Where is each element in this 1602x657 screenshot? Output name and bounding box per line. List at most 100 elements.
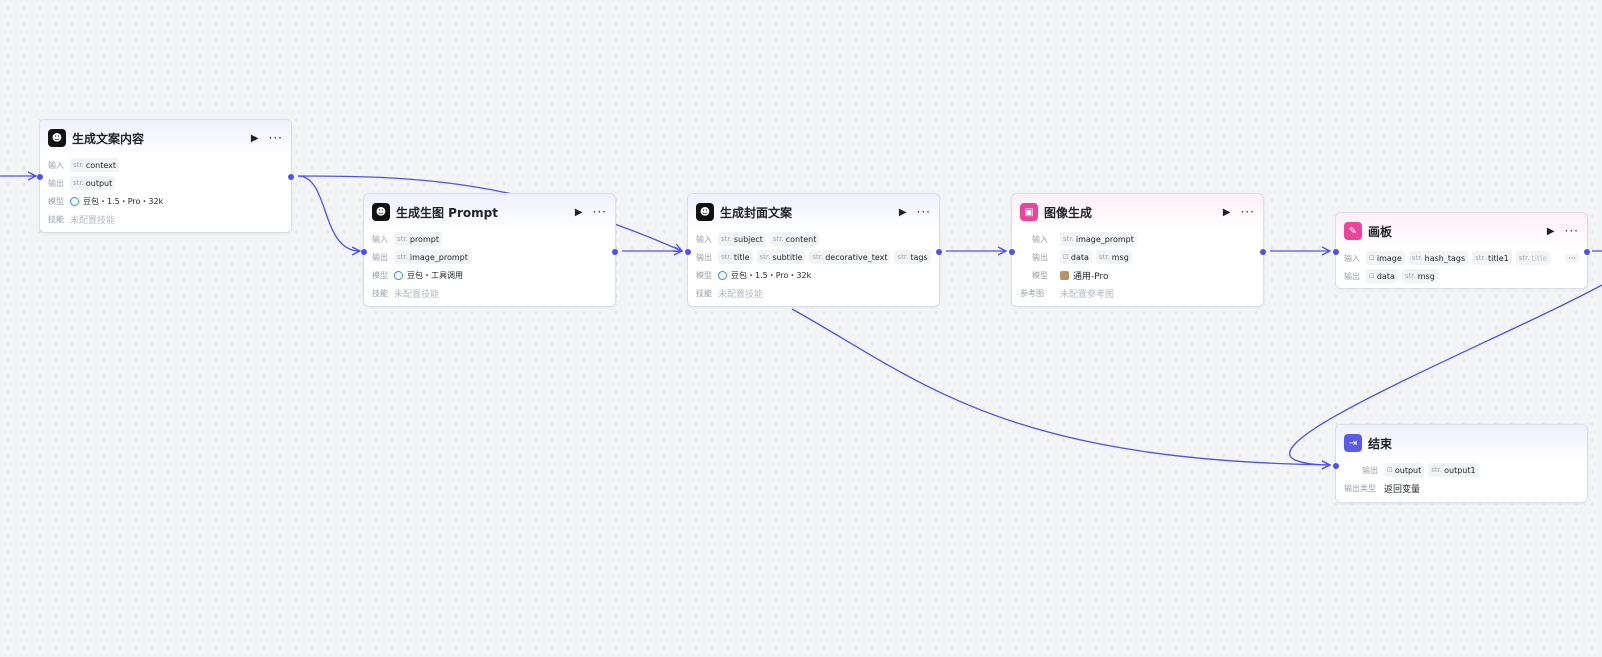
model-row: 模型 豆包・1.5・Pro・32k — [688, 266, 939, 284]
node-generate-copy[interactable]: ☻ 生成文案内容 ▶ ··· 输入 str.context 输出 str.out… — [37, 119, 294, 233]
skill-row: 技能 未配置技能 — [688, 284, 939, 302]
output-port[interactable] — [612, 249, 618, 255]
output-label: 输出 — [1344, 271, 1360, 281]
input-port[interactable] — [1333, 463, 1339, 469]
skill-value: 未配置技能 — [70, 215, 116, 226]
output-row: 输出 str.output — [40, 174, 291, 192]
model-row: 模型 豆包・1.5・Pro・32k — [40, 192, 291, 210]
node-header: ✎ 画板 ▶ ··· — [1336, 213, 1587, 249]
output-label: 输出 — [1032, 252, 1048, 262]
end-icon: ⇥ — [1344, 434, 1362, 452]
more-icon[interactable]: ··· — [592, 205, 607, 219]
node-title: 结束 — [1368, 436, 1393, 451]
node-generate-cover-copy[interactable]: ☻ 生成封面文案 ▶ ··· 输入 str.subject str.conten… — [685, 193, 942, 307]
var-tag: str.hash_tags — [1408, 251, 1469, 265]
var-tag: str.msg — [1095, 250, 1132, 264]
node-header: ▣ 图像生成 ▶ ··· — [1012, 194, 1263, 230]
node-header: ☻ 生成文案内容 ▶ ··· — [40, 120, 291, 156]
var-tag: ⊡image — [1366, 251, 1405, 265]
output-label: 输出 — [48, 178, 64, 188]
node-header: ☻ 生成封面文案 ▶ ··· — [688, 194, 939, 230]
run-icon[interactable]: ▶ — [1222, 206, 1231, 218]
output-port[interactable] — [936, 249, 942, 255]
model-value: 通用-Pro — [1060, 269, 1109, 282]
output-row: 输出 str.image_prompt — [364, 248, 615, 266]
node-canvas[interactable]: ✎ 画板 ▶ ··· 输入 ⊡image str.hash_tags str.t… — [1333, 212, 1590, 289]
var-tag: str.output — [70, 176, 116, 190]
output-row: 输出 ⊡output str.output1 — [1336, 461, 1587, 479]
image-gen-icon: ▣ — [1020, 203, 1038, 221]
model-row: 模型 豆包・工具调用 — [364, 266, 615, 284]
llm-icon: ☻ — [372, 203, 390, 221]
more-icon[interactable]: ··· — [268, 131, 283, 145]
node-title: 生成封面文案 — [720, 205, 793, 220]
input-label: 输入 — [696, 234, 712, 244]
output-label: 输出 — [372, 252, 388, 262]
input-label: 输入 — [1344, 253, 1360, 263]
input-port[interactable] — [685, 249, 691, 255]
output-port[interactable] — [1584, 249, 1590, 255]
run-icon[interactable]: ▶ — [250, 132, 259, 144]
input-port[interactable] — [1009, 249, 1015, 255]
var-tag: str.image_prompt — [394, 250, 471, 264]
input-port[interactable] — [1333, 249, 1339, 255]
input-port[interactable] — [361, 249, 367, 255]
node-title: 图像生成 — [1044, 205, 1093, 220]
var-tag: ⊡data — [1366, 269, 1398, 283]
doubao-icon — [718, 270, 727, 280]
doubao-icon — [70, 196, 79, 206]
node-title: 生成生图 Prompt — [396, 205, 498, 220]
input-port[interactable] — [37, 174, 43, 180]
run-icon[interactable]: ▶ — [898, 206, 907, 218]
more-icon[interactable]: ··· — [916, 205, 931, 219]
output-type-label: 输出类型 — [1344, 483, 1376, 493]
var-tag: str.title — [1515, 251, 1551, 265]
more-vars-button[interactable]: ··· — [1565, 253, 1579, 263]
var-tag: str.output1 — [1428, 463, 1479, 477]
var-tag: str.subject — [718, 232, 766, 246]
model-thumbnail-icon — [1060, 270, 1069, 280]
input-row: 输入 str.image_prompt — [1012, 230, 1263, 248]
canvas-icon: ✎ — [1344, 222, 1362, 240]
var-tag: str.msg — [1401, 269, 1438, 283]
node-image-generation[interactable]: ▣ 图像生成 ▶ ··· 输入 str.image_prompt 输出 ⊡dat… — [1009, 193, 1266, 307]
model-label: 模型 — [48, 196, 64, 206]
input-row: 输入 str.context — [40, 156, 291, 174]
model-label: 模型 — [696, 270, 712, 280]
input-label: 输入 — [1032, 234, 1048, 244]
var-tag: str.title1 — [1472, 251, 1512, 265]
skill-value: 未配置技能 — [718, 289, 764, 300]
node-title: 画板 — [1368, 224, 1393, 239]
output-row: 输出 ⊡data str.msg — [1336, 267, 1587, 285]
reference-row: 参考图 未配置参考图 — [1012, 284, 1263, 302]
input-label: 输入 — [372, 234, 388, 244]
output-type-row: 输出类型 返回变量 — [1336, 479, 1587, 497]
output-type-value: 返回变量 — [1384, 484, 1421, 495]
more-icon[interactable]: ··· — [1240, 205, 1255, 219]
output-row: 输出 str.title str.subtitle str.decorative… — [688, 248, 939, 266]
var-tag: str.tags — [894, 250, 931, 264]
edge-cover-to-end — [791, 308, 1330, 465]
node-generate-image-prompt[interactable]: ☻ 生成生图 Prompt ▶ ··· 输入 str.prompt 输出 str… — [361, 193, 618, 307]
more-icon[interactable]: ··· — [1564, 224, 1579, 238]
run-icon[interactable]: ▶ — [574, 206, 583, 218]
output-port[interactable] — [288, 174, 294, 180]
reference-label: 参考图 — [1020, 288, 1044, 298]
node-end[interactable]: ⇥ 结束 输出 ⊡output str.output1 输出类型 返回变量 — [1333, 424, 1588, 503]
var-tag: str.content — [769, 232, 820, 246]
var-tag: ⊡output — [1384, 463, 1425, 477]
var-tag: str.title — [718, 250, 753, 264]
llm-icon: ☻ — [696, 203, 714, 221]
skill-row: 技能 未配置技能 — [364, 284, 615, 302]
var-tag: str.image_prompt — [1060, 232, 1137, 246]
run-icon[interactable]: ▶ — [1546, 225, 1555, 237]
doubao-icon — [394, 270, 403, 280]
skill-row: 技能 未配置技能 — [40, 210, 291, 228]
output-row: 输出 ⊡data str.msg — [1012, 248, 1263, 266]
model-value: 豆包・1.5・Pro・32k — [718, 270, 811, 281]
model-value: 豆包・工具调用 — [394, 270, 463, 281]
output-port[interactable] — [1260, 249, 1266, 255]
model-row: 模型 通用-Pro — [1012, 266, 1263, 284]
reference-value: 未配置参考图 — [1060, 289, 1115, 300]
